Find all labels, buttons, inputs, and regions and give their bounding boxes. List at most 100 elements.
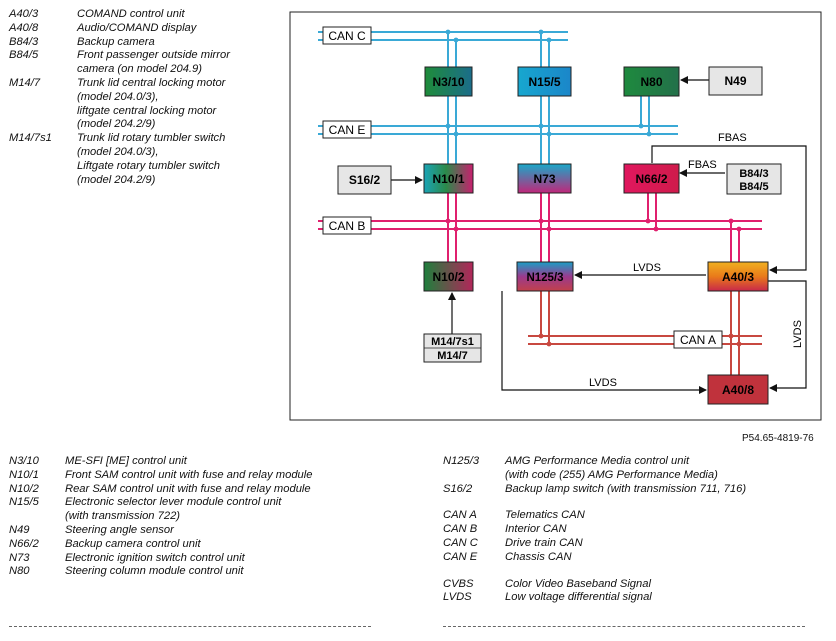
svg-text:N66/2: N66/2 <box>635 172 667 186</box>
svg-text:CAN C: CAN C <box>328 29 366 43</box>
svg-text:CAN B: CAN B <box>329 219 366 233</box>
figure-reference: P54.65-4819-76 <box>742 433 814 444</box>
lvds-label-right: LVDS <box>792 320 804 348</box>
unit-n125-3: N125/3 <box>516 261 574 292</box>
legend-description: ME-SFI [ME] control unit <box>65 455 187 467</box>
unit-n3-10: N3/10 <box>424 66 473 97</box>
legend-description: Interior CAN <box>505 523 567 536</box>
legend-description: Backup camera control unit <box>65 537 201 550</box>
svg-text:N10/1: N10/1 <box>432 172 464 186</box>
svg-text:B84/5: B84/5 <box>739 181 768 193</box>
unit-n10-2: N10/2 <box>423 261 474 292</box>
can-e-bus <box>318 96 678 164</box>
unit-s16-2: S16/2 <box>337 165 392 195</box>
legend-entry: B84/5 Front passenger outside mirror came… <box>9 49 230 77</box>
divider-right <box>443 626 805 627</box>
svg-text:N49: N49 <box>724 74 746 88</box>
svg-text:N3/10: N3/10 <box>432 75 464 89</box>
legend-description: Telematics CAN <box>505 509 585 522</box>
fbas-label-top: FBAS <box>718 132 747 144</box>
legend-entry: CAN E Chassis CAN <box>443 551 746 565</box>
legend-description: Front passenger outside mirror camera (o… <box>77 49 230 76</box>
junction-dots-can-a <box>538 333 742 347</box>
legend-code: A40/8 <box>9 21 39 34</box>
legend-code: N15/5 <box>9 496 39 509</box>
legend-code: S16/2 <box>443 482 473 495</box>
unit-n49: N49 <box>708 66 763 96</box>
junction-dots-can-b <box>445 218 742 232</box>
unit-a40-3: A40/3 <box>707 261 769 292</box>
can-a-bus <box>528 291 762 375</box>
svg-text:M14/7s1: M14/7s1 <box>431 336 474 348</box>
legend-entry: LVDS Low voltage differential signal <box>443 591 746 605</box>
legend-description: Trunk lid rotary tumbler switch (model 2… <box>77 132 226 186</box>
legend-code: N80 <box>9 565 30 578</box>
legend-description: Trunk lid central locking motor (model 2… <box>77 76 226 131</box>
legend-description: Electronic selector lever module control… <box>65 496 282 523</box>
legend-description: Backup camera <box>77 35 155 48</box>
legend-description: Chassis CAN <box>505 550 572 563</box>
svg-text:CAN E: CAN E <box>329 123 366 137</box>
unit-n66-2: N66/2 <box>623 163 680 194</box>
legend-description: Electronic ignition switch control unit <box>65 551 245 564</box>
legend-code: N3/10 <box>9 455 39 467</box>
svg-text:N80: N80 <box>640 75 662 89</box>
legend-code: B84/5 <box>9 49 39 62</box>
fbas-label-mid: FBAS <box>688 159 717 171</box>
lvds-label-bottom: LVDS <box>589 377 617 389</box>
legend-gap <box>443 565 746 578</box>
legend-code: LVDS <box>443 591 472 604</box>
legend-code: N10/1 <box>9 468 39 481</box>
legend-entry: N3/10 ME-SFI [ME] control unit <box>9 455 313 469</box>
legend-description: AMG Performance Media control unit (with… <box>505 455 718 481</box>
svg-text:B84/3: B84/3 <box>739 168 768 180</box>
legend-entry: M14/7 Trunk lid central locking motor (mo… <box>9 77 230 132</box>
legend-description: Low voltage differential signal <box>505 591 652 604</box>
unit-n80: N80 <box>623 66 680 97</box>
legend-description: Drive train CAN <box>505 536 583 549</box>
legend-entry: N125/3 AMG Performance Media control unit… <box>443 455 746 483</box>
legend-description: Backup lamp switch (with transmission 71… <box>505 482 747 495</box>
svg-text:S16/2: S16/2 <box>349 173 381 187</box>
legend-code: N125/3 <box>443 455 480 467</box>
unit-b84: B84/3 B84/5 <box>726 163 782 195</box>
svg-text:M14/7: M14/7 <box>437 350 468 362</box>
legend-description: Rear SAM control unit with fuse and rela… <box>65 482 311 495</box>
svg-text:N125/3: N125/3 <box>526 272 563 284</box>
bus-label-can-b: CAN B <box>322 216 372 235</box>
signal-wires <box>391 76 807 394</box>
divider-left <box>9 626 371 627</box>
unit-a40-8: A40/8 <box>707 374 769 405</box>
legend-entry: N15/5 Electronic selector lever module co… <box>9 496 313 524</box>
legend-entry: A40/3 COMAND control unit <box>9 8 230 22</box>
legend-description: COMAND control unit <box>77 8 185 20</box>
svg-text:CAN A: CAN A <box>680 333 716 347</box>
svg-text:N73: N73 <box>533 172 555 186</box>
unit-n15-5: N15/5 <box>517 66 572 97</box>
svg-text:A40/3: A40/3 <box>722 270 754 284</box>
unit-m14: M14/7s1 M14/7 <box>423 333 482 363</box>
legend-code: M14/7 <box>9 76 41 89</box>
lvds-label-top: LVDS <box>633 262 661 274</box>
legend-entry: S16/2 Backup lamp switch (with transmissi… <box>443 483 746 497</box>
legend-code: N49 <box>9 523 30 536</box>
bus-label-can-c: CAN C <box>322 26 372 45</box>
junction-dots <box>445 29 652 137</box>
legend-code: N73 <box>9 551 30 564</box>
legend-code: CAN E <box>443 550 478 563</box>
bus-label-can-a: CAN A <box>673 330 723 349</box>
legend-code: A40/3 <box>9 8 39 20</box>
